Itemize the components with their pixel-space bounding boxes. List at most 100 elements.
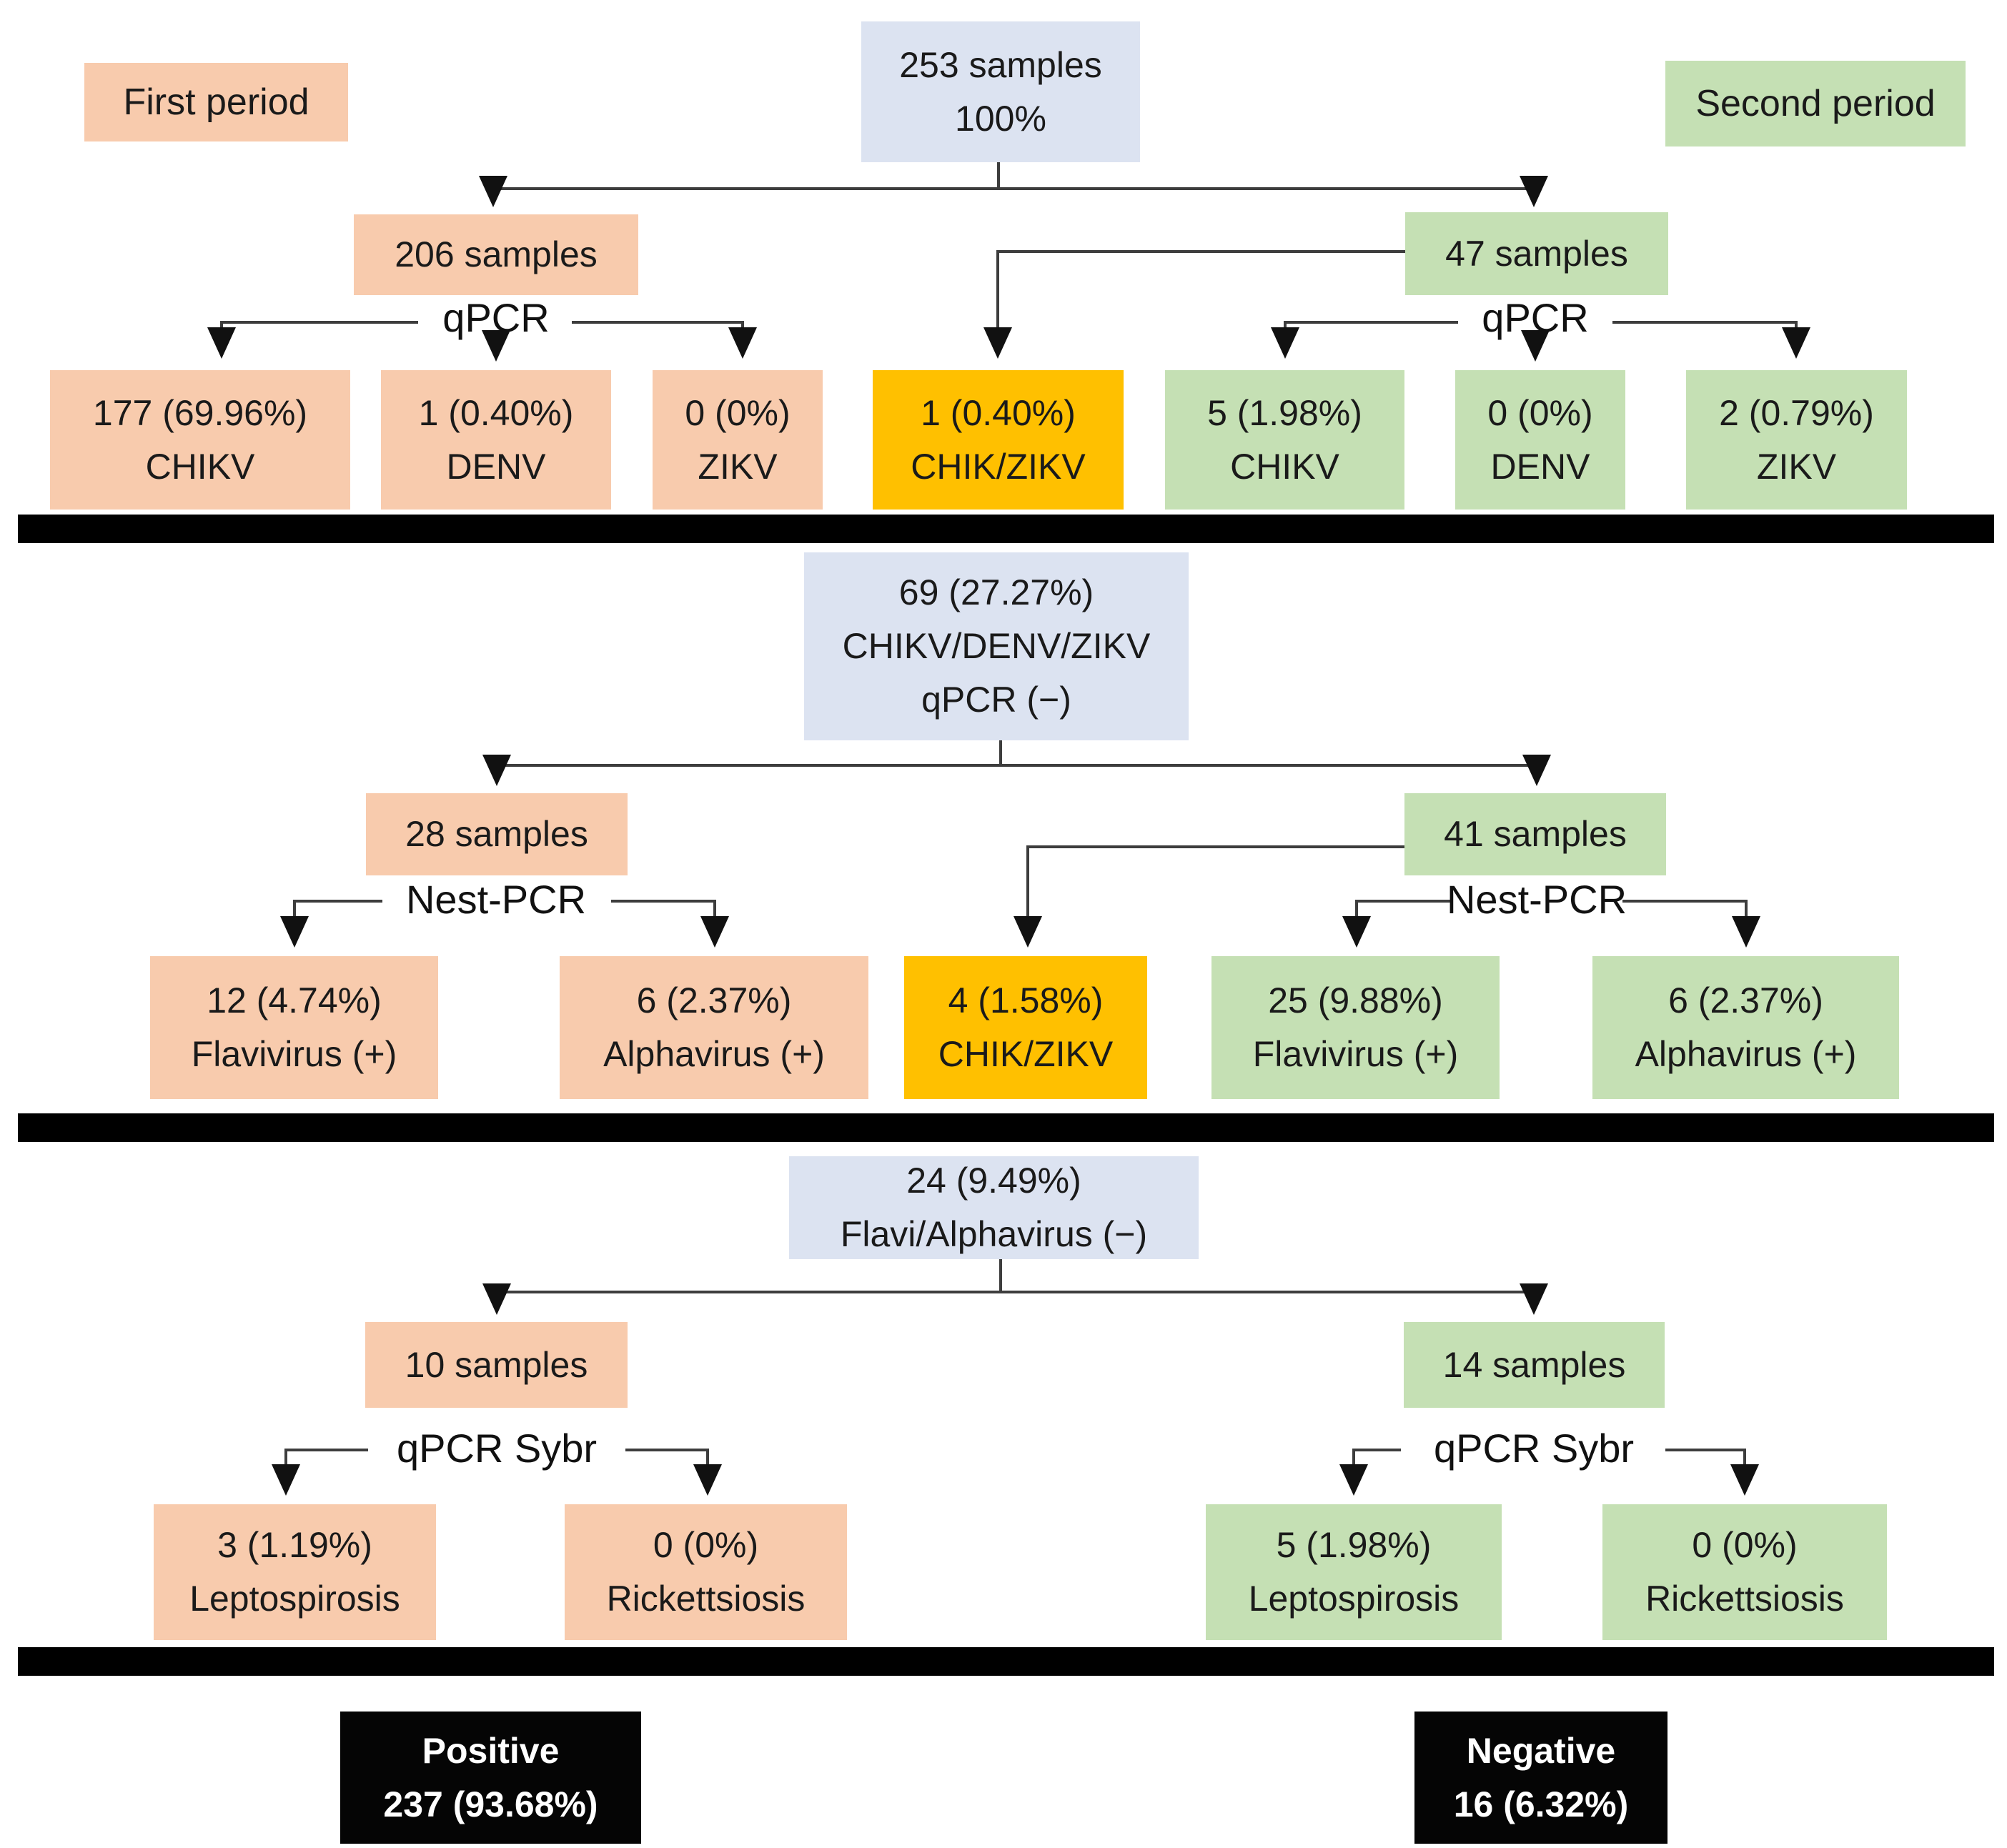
result-value: 3 (1.19%)	[217, 1525, 372, 1565]
stage3-second-samples-box: 14 samples	[1404, 1322, 1665, 1408]
stage1-first-method-label: qPCR	[442, 295, 550, 340]
connector-stage2-split	[482, 740, 1551, 786]
stage2-second-samples-label: 41 samples	[1444, 814, 1627, 854]
stage2-mixed-chik-zikv-box: 4 (1.58%) CHIK/ZIKV	[904, 956, 1147, 1099]
connector-stage3-second-qpcrsybr	[1339, 1449, 1759, 1496]
result-label: CHIK/ZIKV	[911, 446, 1086, 487]
stage3-root-line2: Flavi/Alphavirus (−)	[840, 1214, 1148, 1254]
stage1-first-samples-box: 206 samples	[354, 214, 638, 295]
result-value: 6 (2.37%)	[1668, 980, 1823, 1020]
stage2-root-line1: 69 (27.27%)	[898, 572, 1094, 612]
connector-stage3-first-qpcrsybr	[272, 1449, 722, 1496]
stage1-second-method-label: qPCR	[1482, 295, 1589, 340]
stage1-first-samples-label: 206 samples	[395, 234, 598, 274]
connector-stage3-split	[482, 1259, 1548, 1315]
result-label: Rickettsiosis	[1645, 1579, 1844, 1619]
positive-summary-label: Positive	[422, 1730, 560, 1771]
stage1-result-chikv-second-box: 5 (1.98%) CHIKV	[1165, 370, 1404, 510]
result-value: 5 (1.98%)	[1207, 392, 1362, 433]
stage2-first-samples-box: 28 samples	[366, 793, 628, 875]
result-label: DENV	[1490, 446, 1590, 487]
stage1-result-denv-second-box: 0 (0%) DENV	[1455, 370, 1625, 510]
stage2-result-alphavirus-first-box: 6 (2.37%) Alphavirus (+)	[560, 956, 868, 1099]
stage2-result-alphavirus-second-box: 6 (2.37%) Alphavirus (+)	[1592, 956, 1899, 1099]
stage3-result-leptospirosis-second-box: 5 (1.98%) Leptospirosis	[1206, 1504, 1502, 1640]
stage1-result-zikv-first-box: 0 (0%) ZIKV	[653, 370, 823, 510]
result-label: Flavivirus (+)	[1252, 1034, 1459, 1074]
second-period-legend-label: Second period	[1695, 83, 1936, 124]
positive-summary-box: Positive 237 (93.68%)	[340, 1712, 641, 1844]
stage1-root-box: 253 samples 100%	[861, 21, 1140, 162]
negative-summary-value: 16 (6.32%)	[1453, 1784, 1629, 1824]
stage1-root-line2: 100%	[955, 98, 1046, 139]
first-period-legend: First period	[84, 63, 348, 141]
result-value: 4 (1.58%)	[948, 980, 1104, 1020]
stage2-root-box: 69 (27.27%) CHIKV/DENV/ZIKV qPCR (−)	[804, 552, 1189, 740]
stage3-result-rickettsiosis-first-box: 0 (0%) Rickettsiosis	[565, 1504, 847, 1640]
connector-stage1-split	[479, 162, 1548, 207]
stage3-root-box: 24 (9.49%) Flavi/Alphavirus (−)	[789, 1156, 1199, 1259]
connector-stage1-second-qpcr	[1271, 321, 1810, 362]
stage1-result-chikv-first-box: 177 (69.96%) CHIKV	[50, 370, 350, 510]
stage3-first-samples-box: 10 samples	[365, 1322, 628, 1408]
result-value: 1 (0.40%)	[921, 392, 1076, 433]
result-value: 0 (0%)	[1487, 392, 1593, 433]
negative-summary-box: Negative 16 (6.32%)	[1414, 1712, 1667, 1844]
result-value: 0 (0%)	[653, 1525, 759, 1565]
stage3-first-samples-label: 10 samples	[405, 1344, 588, 1385]
result-value: 1 (0.40%)	[418, 392, 574, 433]
result-value: 0 (0%)	[1692, 1525, 1798, 1565]
result-value: 6 (2.37%)	[636, 980, 792, 1020]
stage2-root-line3: qPCR (−)	[921, 680, 1071, 720]
result-label: ZIKV	[698, 446, 778, 487]
result-label: ZIKV	[1756, 446, 1837, 487]
connector-stage2-first-nestpcr	[280, 900, 729, 948]
negative-summary-label: Negative	[1466, 1730, 1616, 1771]
stage3-result-leptospirosis-first-box: 3 (1.19%) Leptospirosis	[154, 1504, 436, 1640]
result-label: Flavivirus (+)	[191, 1034, 397, 1074]
result-value: 2 (0.79%)	[1719, 392, 1874, 433]
result-label: DENV	[446, 446, 546, 487]
result-label: Leptospirosis	[1248, 1579, 1460, 1619]
stage3-first-method-label: qPCR Sybr	[396, 1426, 598, 1471]
result-label: Leptospirosis	[189, 1579, 400, 1619]
connector-stage2-mixed-feed	[1014, 845, 1404, 948]
stage3-second-method-label: qPCR Sybr	[1433, 1426, 1635, 1471]
stage3-result-rickettsiosis-second-box: 0 (0%) Rickettsiosis	[1602, 1504, 1887, 1640]
result-value: 0 (0%)	[685, 392, 791, 433]
stage2-second-method-label: Nest-PCR	[1446, 877, 1627, 922]
second-period-legend: Second period	[1665, 61, 1966, 146]
stage1-second-samples-box: 47 samples	[1405, 212, 1668, 295]
result-value: 12 (4.74%)	[207, 980, 382, 1020]
stage2-first-samples-label: 28 samples	[405, 814, 588, 854]
result-label: Alphavirus (+)	[1635, 1034, 1857, 1074]
section-divider-2	[18, 1113, 1994, 1142]
stage1-mixed-chik-zikv-box: 1 (0.40%) CHIK/ZIKV	[873, 370, 1124, 510]
connector-stage2-second-nestpcr	[1342, 900, 1760, 948]
section-divider-1	[18, 515, 1994, 543]
stage1-result-denv-first-box: 1 (0.40%) DENV	[381, 370, 611, 510]
stage2-first-method-label: Nest-PCR	[405, 877, 587, 922]
result-label: CHIKV	[1230, 446, 1339, 487]
positive-summary-value: 237 (93.68%)	[383, 1784, 598, 1824]
stage1-root-line1: 253 samples	[899, 44, 1102, 85]
stage3-second-samples-label: 14 samples	[1442, 1344, 1626, 1385]
connector-stage1-mixed-feed	[983, 250, 1405, 359]
stage1-result-zikv-second-box: 2 (0.79%) ZIKV	[1686, 370, 1907, 510]
result-value: 5 (1.98%)	[1276, 1525, 1432, 1565]
stage2-result-flavivirus-second-box: 25 (9.88%) Flavivirus (+)	[1211, 956, 1500, 1099]
result-label: Alphavirus (+)	[603, 1034, 825, 1074]
stage2-root-line2: CHIKV/DENV/ZIKV	[842, 626, 1151, 666]
stage3-root-line1: 24 (9.49%)	[906, 1161, 1081, 1201]
stage2-second-samples-box: 41 samples	[1404, 793, 1666, 875]
section-divider-3	[18, 1647, 1994, 1676]
result-value: 177 (69.96%)	[92, 392, 308, 433]
result-label: CHIK/ZIKV	[938, 1034, 1114, 1074]
result-label: CHIKV	[145, 446, 255, 487]
result-label: Rickettsiosis	[606, 1579, 806, 1619]
connector-stage1-first-qpcr	[207, 321, 757, 362]
stage2-result-flavivirus-first-box: 12 (4.74%) Flavivirus (+)	[150, 956, 438, 1099]
stage1-second-samples-label: 47 samples	[1445, 233, 1628, 274]
